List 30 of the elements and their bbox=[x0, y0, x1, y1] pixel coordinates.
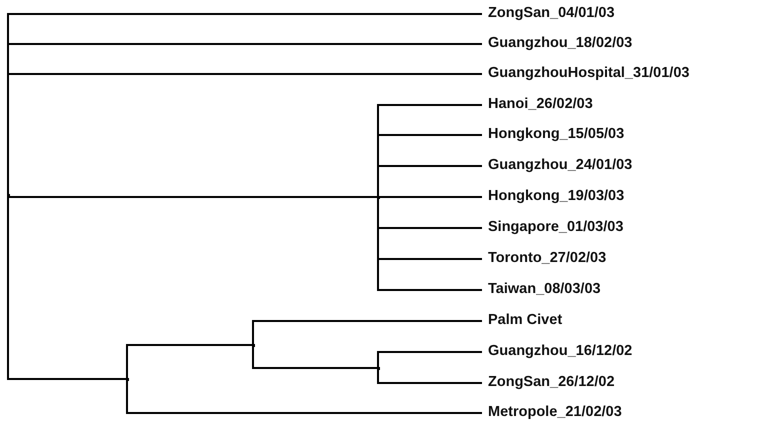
tree-branch bbox=[377, 165, 482, 197]
branch-node bbox=[252, 344, 255, 347]
taxon-label: Guangzhou_24/01/03 bbox=[488, 157, 632, 174]
tree-branch bbox=[252, 320, 482, 345]
taxon-label: Singapore_01/03/03 bbox=[488, 219, 624, 236]
taxon-label: GuangzhouHospital_31/01/03 bbox=[488, 65, 690, 82]
taxon-label: Hongkong_15/05/03 bbox=[488, 126, 624, 143]
tree-branch bbox=[377, 196, 482, 198]
tree-branch bbox=[126, 344, 253, 379]
tree-branch bbox=[377, 351, 482, 368]
branch-node bbox=[126, 378, 129, 381]
taxon-label: Hanoi_26/02/03 bbox=[488, 96, 593, 113]
taxon-label: Taiwan_08/03/03 bbox=[488, 281, 601, 298]
branch-node bbox=[7, 194, 10, 197]
tree-branch bbox=[7, 194, 378, 198]
taxon-label: ZongSan_26/12/02 bbox=[488, 374, 615, 391]
taxon-label: Metropole_21/02/03 bbox=[488, 404, 622, 421]
tree-branch bbox=[252, 345, 378, 369]
tree-branch bbox=[377, 197, 482, 291]
taxon-label: Hongkong_19/03/03 bbox=[488, 188, 624, 205]
tree-branch bbox=[377, 368, 482, 384]
tree-branch bbox=[126, 379, 482, 414]
taxon-label: ZongSan_04/01/03 bbox=[488, 5, 615, 22]
taxon-label: Toronto_27/02/03 bbox=[488, 250, 606, 267]
tree-branch bbox=[7, 195, 127, 380]
taxon-label: Guangzhou_18/02/03 bbox=[488, 35, 632, 52]
tree-branch bbox=[7, 73, 482, 195]
taxon-label: Guangzhou_16/12/02 bbox=[488, 343, 632, 360]
taxon-label: Palm Civet bbox=[488, 312, 562, 329]
branch-node bbox=[377, 367, 380, 370]
